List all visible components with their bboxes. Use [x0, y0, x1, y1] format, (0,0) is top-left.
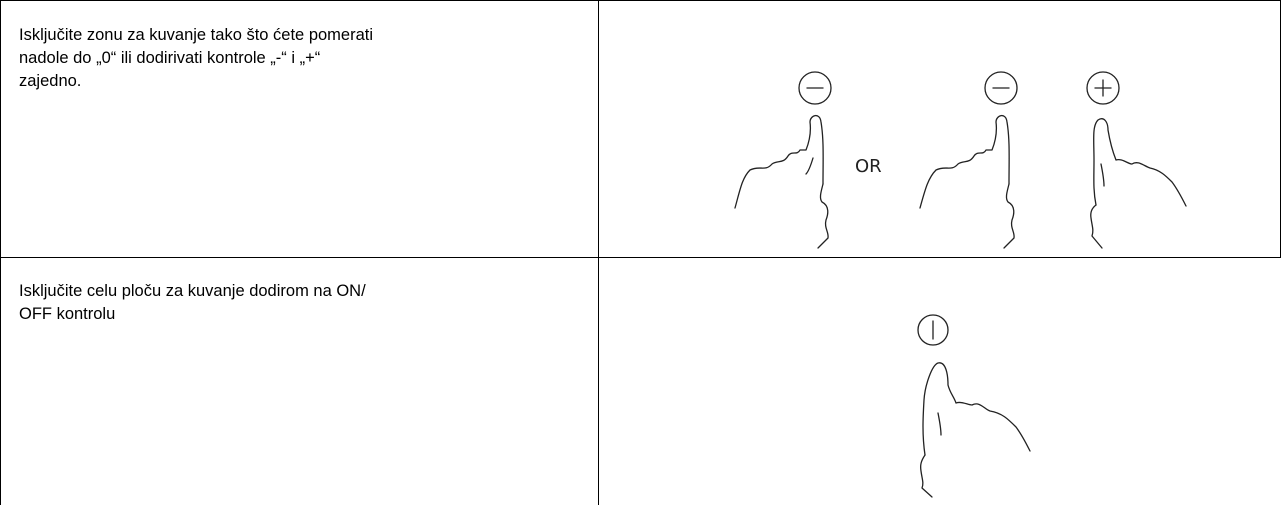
or-separator: OR [855, 156, 882, 177]
minus-icon [798, 71, 832, 105]
row-divider [0, 257, 1281, 258]
hand-icon [734, 114, 829, 249]
column-divider [598, 0, 599, 505]
hand-icon [919, 362, 1031, 498]
hand-icon [1090, 118, 1187, 249]
hand-icon [919, 114, 1015, 249]
instruction-text-hob-off: Isključite celu ploču za kuvanje dodirom… [19, 282, 366, 323]
plus-icon [1086, 71, 1120, 105]
power-icon [917, 314, 949, 346]
instruction-text-zone-off: Isključite zonu za kuvanje tako što ćete… [19, 26, 374, 90]
minus-icon [984, 71, 1018, 105]
illustration-zone-off: OR [720, 60, 1200, 250]
illustration-hob-off [880, 305, 1060, 500]
table-left-border [0, 0, 1, 505]
table-top-border [0, 0, 1281, 1]
